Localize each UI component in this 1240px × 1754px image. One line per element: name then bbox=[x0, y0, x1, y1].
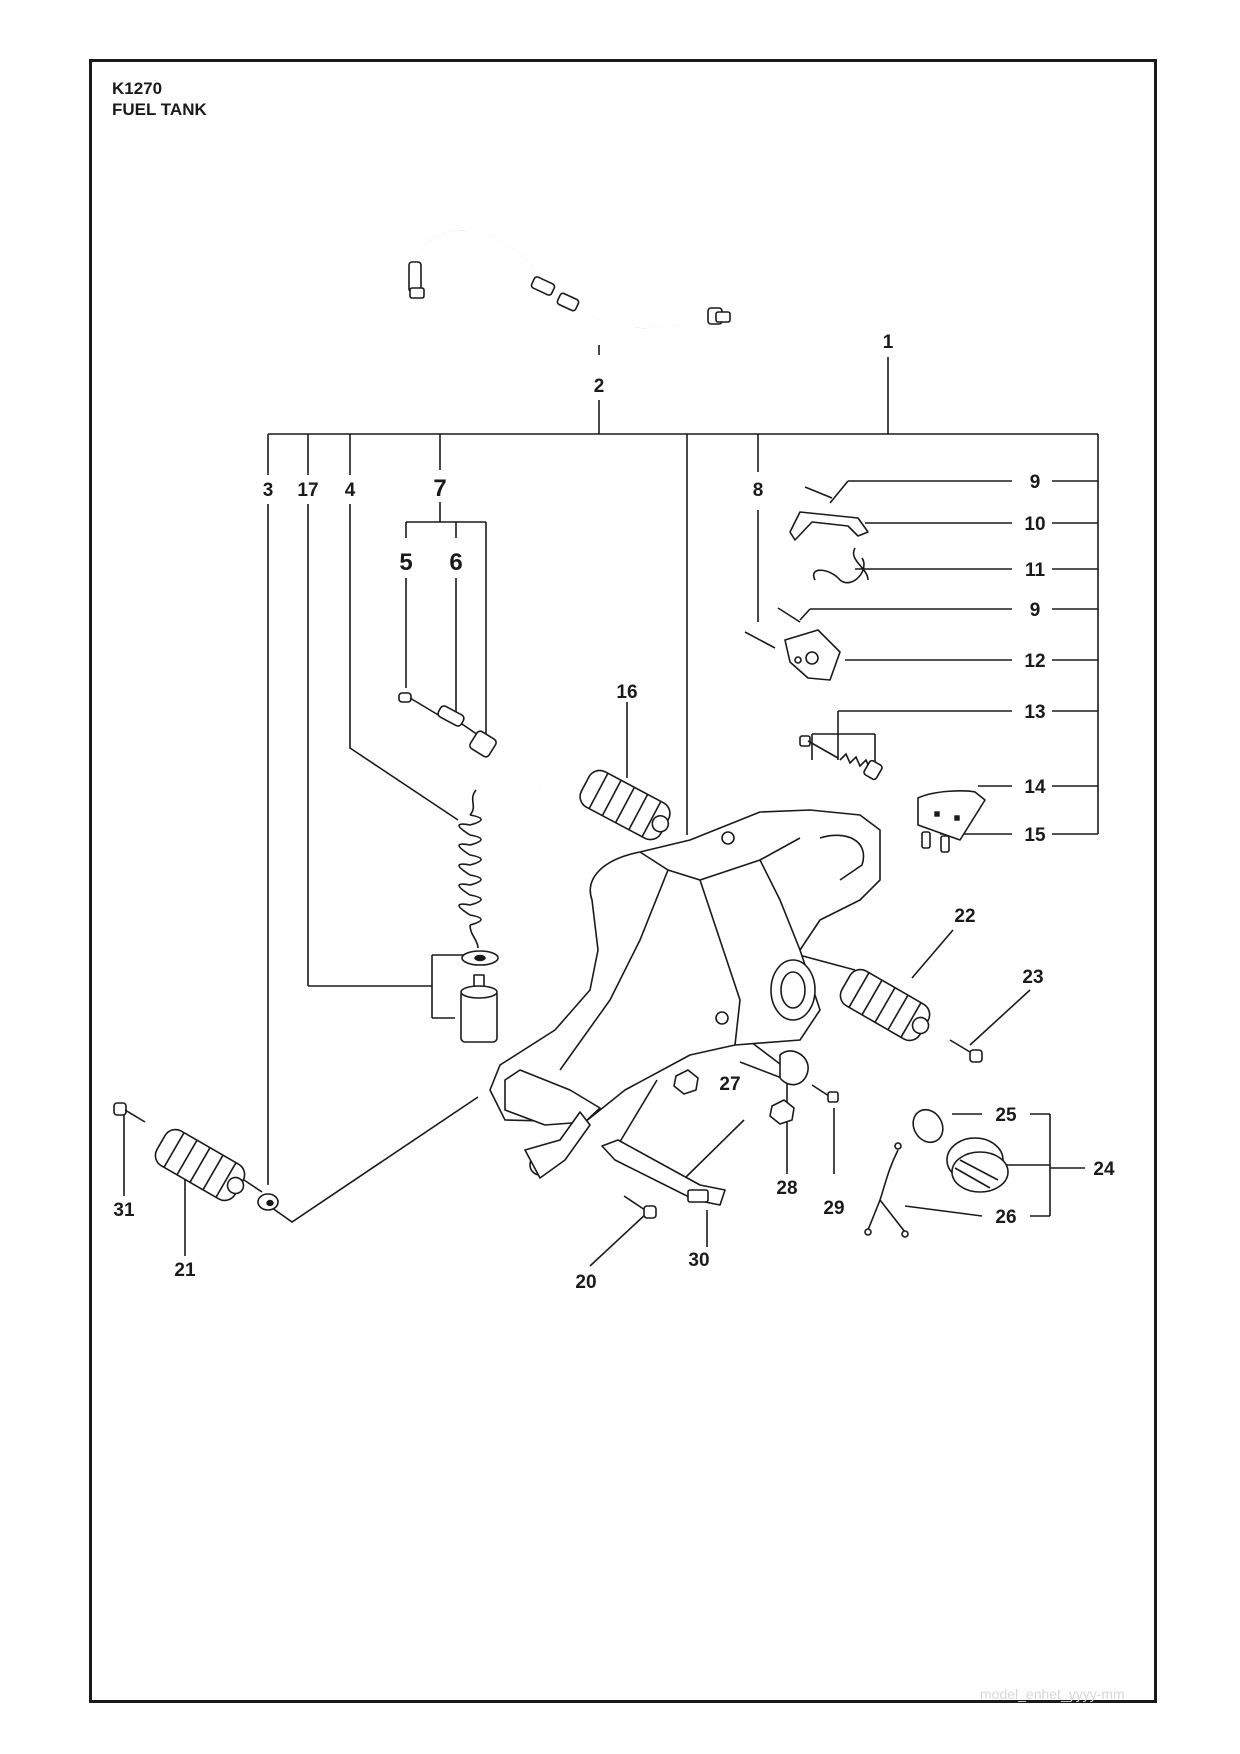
callout-3: 3 bbox=[263, 480, 274, 501]
callout-5: 5 bbox=[399, 549, 412, 576]
callout-8: 8 bbox=[753, 480, 764, 501]
callout-30: 30 bbox=[688, 1250, 709, 1271]
callout-23: 23 bbox=[1022, 967, 1043, 988]
callout-7: 7 bbox=[433, 475, 446, 502]
callout-11: 11 bbox=[1025, 560, 1046, 581]
callout-29: 29 bbox=[823, 1198, 844, 1219]
callout-17: 17 bbox=[297, 480, 318, 501]
watermark: model_enhet_yyyy-mm bbox=[980, 1686, 1125, 1702]
mounting-hardware bbox=[601, 1050, 839, 1206]
callout-16: 16 bbox=[616, 682, 637, 703]
callout-4: 4 bbox=[345, 480, 356, 501]
rubber-buffer-22 bbox=[839, 968, 983, 1063]
spring bbox=[458, 789, 482, 949]
diagram-title: K1270 FUEL TANK bbox=[112, 78, 207, 120]
callout-31: 31 bbox=[113, 1200, 135, 1221]
callout-9-bottom: 9 bbox=[1030, 600, 1041, 621]
model-number: K1270 bbox=[112, 79, 163, 98]
callout-numbers: 1 2 3 17 4 7 5 6 8 9 10 11 9 12 13 14 15… bbox=[113, 332, 1115, 1293]
callout-10: 10 bbox=[1024, 514, 1045, 535]
callout-26: 26 bbox=[995, 1207, 1016, 1228]
callout-20: 20 bbox=[575, 1272, 596, 1293]
fuel-tank-body bbox=[489, 809, 881, 1179]
screw-20 bbox=[623, 1195, 657, 1219]
callout-25: 25 bbox=[995, 1105, 1017, 1126]
callout-28: 28 bbox=[776, 1178, 797, 1199]
fuel-hose bbox=[408, 228, 731, 329]
callout-22: 22 bbox=[954, 906, 975, 927]
callout-2: 2 bbox=[594, 376, 605, 397]
callout-27: 27 bbox=[719, 1074, 740, 1095]
section-name: FUEL TANK bbox=[112, 100, 207, 119]
fuel-filter bbox=[460, 950, 499, 1043]
callout-14: 14 bbox=[1024, 777, 1046, 798]
callout-15: 15 bbox=[1024, 825, 1046, 846]
diagram-frame bbox=[89, 59, 1157, 1703]
callout-6: 6 bbox=[449, 549, 462, 576]
callout-1: 1 bbox=[883, 332, 894, 353]
leader-lines bbox=[123, 345, 1099, 1267]
callout-21: 21 bbox=[174, 1260, 196, 1281]
fuel-cap bbox=[864, 1108, 1009, 1238]
cap-lock-parts bbox=[744, 486, 869, 681]
screw-spring-sleeve bbox=[799, 735, 883, 781]
callout-24: 24 bbox=[1093, 1159, 1115, 1180]
callout-12: 12 bbox=[1024, 651, 1045, 672]
callout-9-top: 9 bbox=[1030, 472, 1041, 493]
callout-13: 13 bbox=[1024, 702, 1045, 723]
rubber-buffer-21 bbox=[113, 1102, 279, 1211]
fuel-line-parts bbox=[398, 692, 542, 788]
rubber-buffer-16 bbox=[579, 769, 671, 841]
cover-plate bbox=[917, 790, 986, 853]
